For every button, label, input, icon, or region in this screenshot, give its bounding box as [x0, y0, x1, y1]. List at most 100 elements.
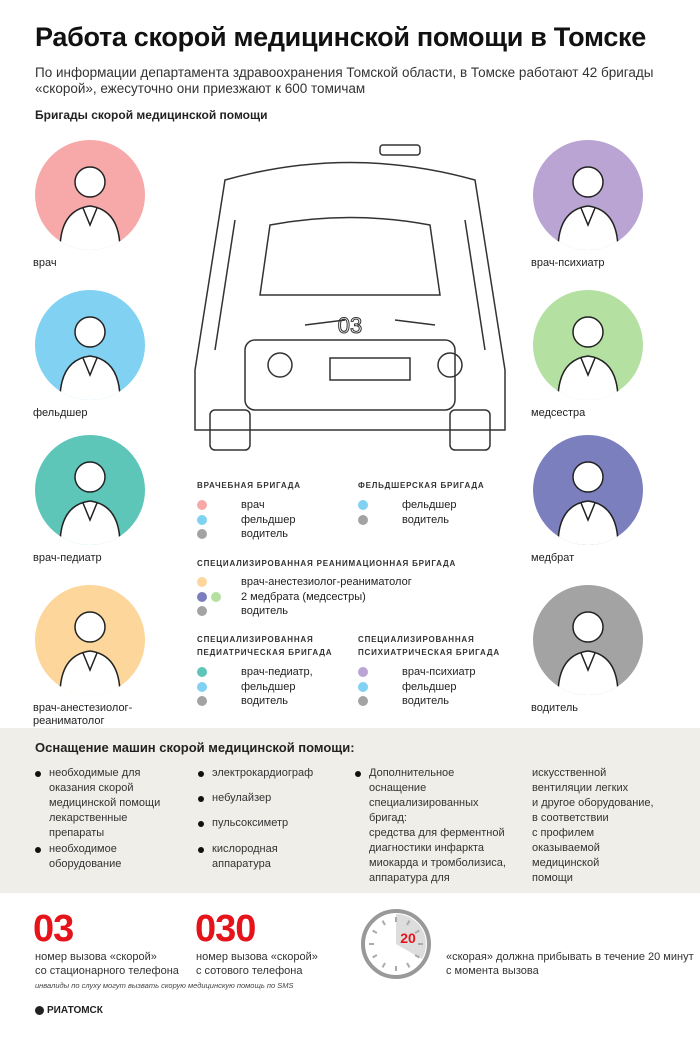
color-dot [197, 681, 235, 692]
phone-number-mobile: 030 [195, 908, 256, 950]
color-dot-icon [197, 514, 207, 525]
brigade-psych-title: СПЕЦИАЛИЗИРОВАННАЯ [358, 635, 475, 644]
role-label: врач-педиатр [33, 552, 102, 564]
equipment-item: кислородная аппаратура [212, 843, 278, 870]
color-dot-icon [197, 606, 207, 616]
color-dot-icon [358, 514, 368, 525]
role-label: медбрат [531, 552, 575, 564]
brigade-member: врач [197, 499, 265, 511]
color-dot-icon [211, 591, 221, 602]
role-label: врач-психиатр [531, 257, 605, 269]
bullet-icon [198, 796, 204, 802]
equipment-item: необходимые для оказания скорой медицинс… [49, 767, 161, 839]
equipment-item: необходимое оборудование [49, 843, 122, 870]
brigade-member: 2 медбрата (медсестры) [197, 591, 366, 603]
brigade-member: врач-анестезиолог-реаниматолог [197, 576, 412, 588]
color-dot [197, 696, 235, 706]
section-title: Бригады скорой медицинской помощи [35, 108, 268, 122]
color-dot-icon [358, 696, 368, 706]
equipment-title: Оснащение машин скорой медицинской помощ… [35, 740, 355, 755]
phone-number-landline: 03 [33, 908, 74, 950]
phone-text-landline: номер вызова «скорой» со стационарного т… [35, 951, 179, 977]
phone-text-mobile: номер вызова «скорой» с сотового телефон… [196, 951, 318, 977]
bullet-icon [198, 771, 204, 777]
color-dot [197, 514, 235, 525]
color-dot [358, 514, 396, 525]
brigade-pediatric-title: СПЕЦИАЛИЗИРОВАННАЯ [197, 635, 314, 644]
brigade-doctor-title: ВРАЧЕБНАЯ БРИГАДА [197, 481, 301, 490]
brigade-member: водитель [358, 695, 449, 707]
color-dot [197, 606, 235, 616]
color-dot-icon [197, 696, 207, 706]
color-dot [358, 696, 396, 706]
arrival-minutes: 20 [400, 930, 416, 946]
brigade-member: водитель [197, 605, 288, 617]
role-label: водитель [531, 702, 578, 714]
color-dot-icon [197, 577, 207, 587]
member-label: врач-педиатр, [241, 666, 313, 678]
brigade-feldsher-title: ФЕЛЬДШЕРСКАЯ БРИГАДА [358, 481, 485, 490]
color-dot-icon [197, 681, 207, 692]
color-dot [197, 591, 235, 602]
color-dot [358, 681, 396, 692]
color-dot-icon [358, 500, 368, 510]
member-label: водитель [241, 605, 288, 617]
member-label: врач-психиатр [402, 666, 476, 678]
color-dot-icon [358, 667, 368, 677]
equipment-section [0, 728, 700, 893]
member-label: врач [241, 499, 265, 511]
brigade-reanim-title: СПЕЦИАЛИЗИРОВАННАЯ РЕАНИМАЦИОННАЯ БРИГАД… [197, 559, 457, 568]
logo-text: РИАТОМСК [47, 1005, 103, 1016]
role-portrait [533, 585, 643, 695]
brigade-member: фельдшер [197, 681, 295, 693]
brigade-member: врач-педиатр, [197, 666, 313, 678]
equipment-item: пульсоксиметр [212, 817, 289, 829]
role-portrait [35, 290, 145, 400]
equipment-item: электрокардиограф [212, 767, 314, 779]
role-label: фельдшер [33, 407, 88, 419]
role-label: врач-анестезиолог-реаниматолог [33, 702, 133, 727]
color-dot [197, 529, 235, 539]
role-label: медсестра [531, 407, 586, 419]
brigade-member: фельдшер [358, 499, 456, 511]
page-title: Работа скорой медицинской помощи в Томск… [35, 22, 646, 52]
member-label: фельдшер [402, 499, 457, 511]
role-portrait [35, 140, 145, 250]
role-portrait [533, 290, 643, 400]
brigade-psych-title: ПСИХИАТРИЧЕСКАЯ БРИГАДА [358, 648, 500, 657]
clock-icon: 20 [361, 909, 431, 979]
brigade-pediatric-title: ПЕДИАТРИЧЕСКАЯ БРИГАДА [197, 648, 333, 657]
color-dot [197, 500, 235, 510]
brigade-member: врач-психиатр [358, 666, 476, 678]
brigade-member: водитель [197, 695, 288, 707]
equipment-item: небулайзер [212, 792, 272, 804]
ambulance-illustration: 03 [194, 144, 506, 451]
logo: РИАТОМСК [35, 1005, 103, 1016]
role-portrait [533, 435, 643, 545]
member-label: водитель [241, 528, 288, 540]
member-label: водитель [402, 695, 449, 707]
color-dot [358, 667, 396, 677]
member-label: фельдшер [402, 680, 457, 693]
subtitle: По информации департамента здравоохранен… [35, 65, 654, 96]
equipment-item: Дополнительное оснащение специализирован… [369, 767, 506, 884]
color-dot-icon [197, 500, 207, 510]
color-dot-icon [197, 667, 207, 677]
bullet-icon [355, 771, 361, 777]
bullet-icon [198, 847, 204, 853]
color-dot-icon [197, 529, 207, 539]
color-dot-icon [197, 591, 207, 602]
color-dot [197, 667, 235, 677]
role-portrait [35, 435, 145, 545]
member-label: водитель [241, 695, 288, 707]
role-portrait [533, 140, 643, 250]
member-label: водитель [402, 513, 449, 526]
arrival-text: «скорая» должна прибывать в течение 20 м… [446, 951, 694, 977]
color-dot [358, 500, 396, 510]
bullet-icon [198, 821, 204, 827]
member-label: фельдшер [241, 513, 296, 526]
logo-icon [35, 1006, 44, 1015]
color-dot-icon [358, 681, 368, 692]
member-label: 2 медбрата (медсестры) [241, 590, 366, 603]
brigade-member: фельдшер [197, 514, 295, 526]
